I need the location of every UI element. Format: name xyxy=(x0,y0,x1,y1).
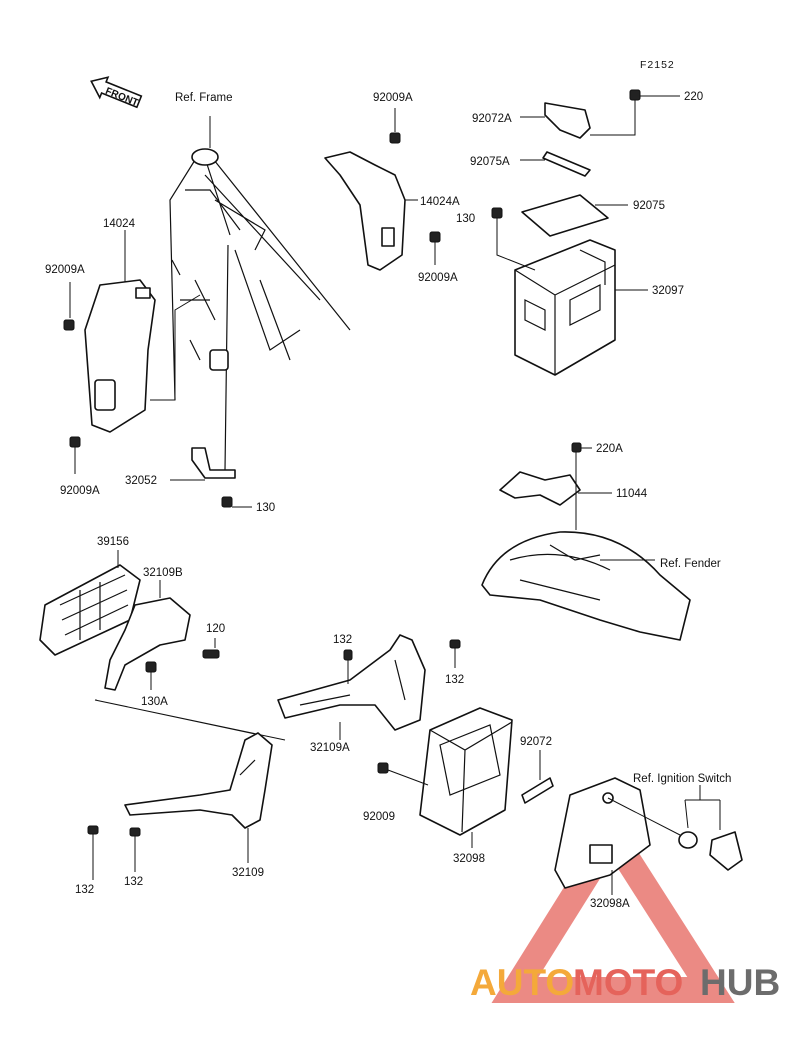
part-label-32052: 32052 xyxy=(125,475,157,487)
bolt-92009A-lower xyxy=(69,436,81,474)
side-cover-14024 xyxy=(84,230,201,433)
watermark-moto: MOTO xyxy=(573,962,683,1003)
part-label-32109B: 32109B xyxy=(143,567,183,579)
part-label-32098: 32098 xyxy=(453,853,485,865)
bracket-32109B xyxy=(104,580,191,691)
part-label-130A: 130A xyxy=(141,696,168,708)
part-label-92009A-right: 92009A xyxy=(418,272,458,284)
part-label-32109A: 32109A xyxy=(310,742,350,754)
part-label-92075A: 92075A xyxy=(470,156,510,168)
part-label-32098A: 32098A xyxy=(590,898,630,910)
box-32098 xyxy=(377,707,513,848)
watermark-auto: AUTO xyxy=(470,962,574,1003)
part-label-14024A: 14024A xyxy=(420,196,460,208)
bracket-32052 xyxy=(170,447,252,508)
frame-drawing xyxy=(169,116,351,471)
ref-ignition-switch-label: Ref. Ignition Switch xyxy=(633,773,731,785)
bracket-32109A xyxy=(277,634,461,740)
watermark-text: AUTO MOTO HUB xyxy=(470,962,780,1003)
part-label-14024: 14024 xyxy=(103,218,136,230)
front-arrow-icon: FRONT xyxy=(90,76,143,109)
bolt-130A xyxy=(145,661,157,690)
bolt-92009A-left xyxy=(63,282,75,331)
part-label-39156: 39156 xyxy=(97,536,129,548)
part-label-132-right: 132 xyxy=(445,674,464,686)
ref-frame-label: Ref. Frame xyxy=(175,92,233,104)
part-label-220: 220 xyxy=(684,91,703,103)
part-label-92009A-lower: 92009A xyxy=(60,485,100,497)
part-label-32109: 32109 xyxy=(232,867,264,879)
part-label-92009A-top: 92009A xyxy=(373,92,413,104)
cover-32098A xyxy=(554,777,651,895)
bracket-11044 xyxy=(499,442,612,530)
part-label-220A: 220A xyxy=(596,443,623,455)
part-label-132-b: 132 xyxy=(124,876,143,888)
part-label-132-a: 132 xyxy=(75,884,94,896)
part-label-92009A-left: 92009A xyxy=(45,264,85,276)
part-label-32097: 32097 xyxy=(652,285,684,297)
part-label-120: 120 xyxy=(206,623,225,635)
strap-92072A xyxy=(520,89,680,139)
pad-92075 xyxy=(521,194,628,237)
bracket-32109 xyxy=(87,732,273,880)
battery-box-32097 xyxy=(491,207,648,376)
strap-92072 xyxy=(521,750,554,804)
part-label-92009: 92009 xyxy=(363,811,395,823)
figure-code: F2152 xyxy=(640,59,675,71)
part-label-130-box: 130 xyxy=(456,213,475,225)
fender-drawing xyxy=(481,531,691,641)
side-cover-14024A xyxy=(324,108,441,271)
part-label-130-bracket: 130 xyxy=(256,502,275,514)
part-label-11044: 11044 xyxy=(616,488,648,500)
ref-fender-label: Ref. Fender xyxy=(660,558,721,570)
clip-92075A xyxy=(520,151,591,177)
assembly-line xyxy=(94,699,286,741)
part-label-92075: 92075 xyxy=(633,200,665,212)
part-label-92072: 92072 xyxy=(520,736,552,748)
ignition-switch-drawing xyxy=(607,785,743,871)
bolt-120 xyxy=(202,638,220,659)
watermark-logo xyxy=(491,810,735,1003)
part-label-132-top: 132 xyxy=(333,634,352,646)
watermark-hub: HUB xyxy=(700,962,780,1003)
part-label-92072A: 92072A xyxy=(472,113,512,125)
